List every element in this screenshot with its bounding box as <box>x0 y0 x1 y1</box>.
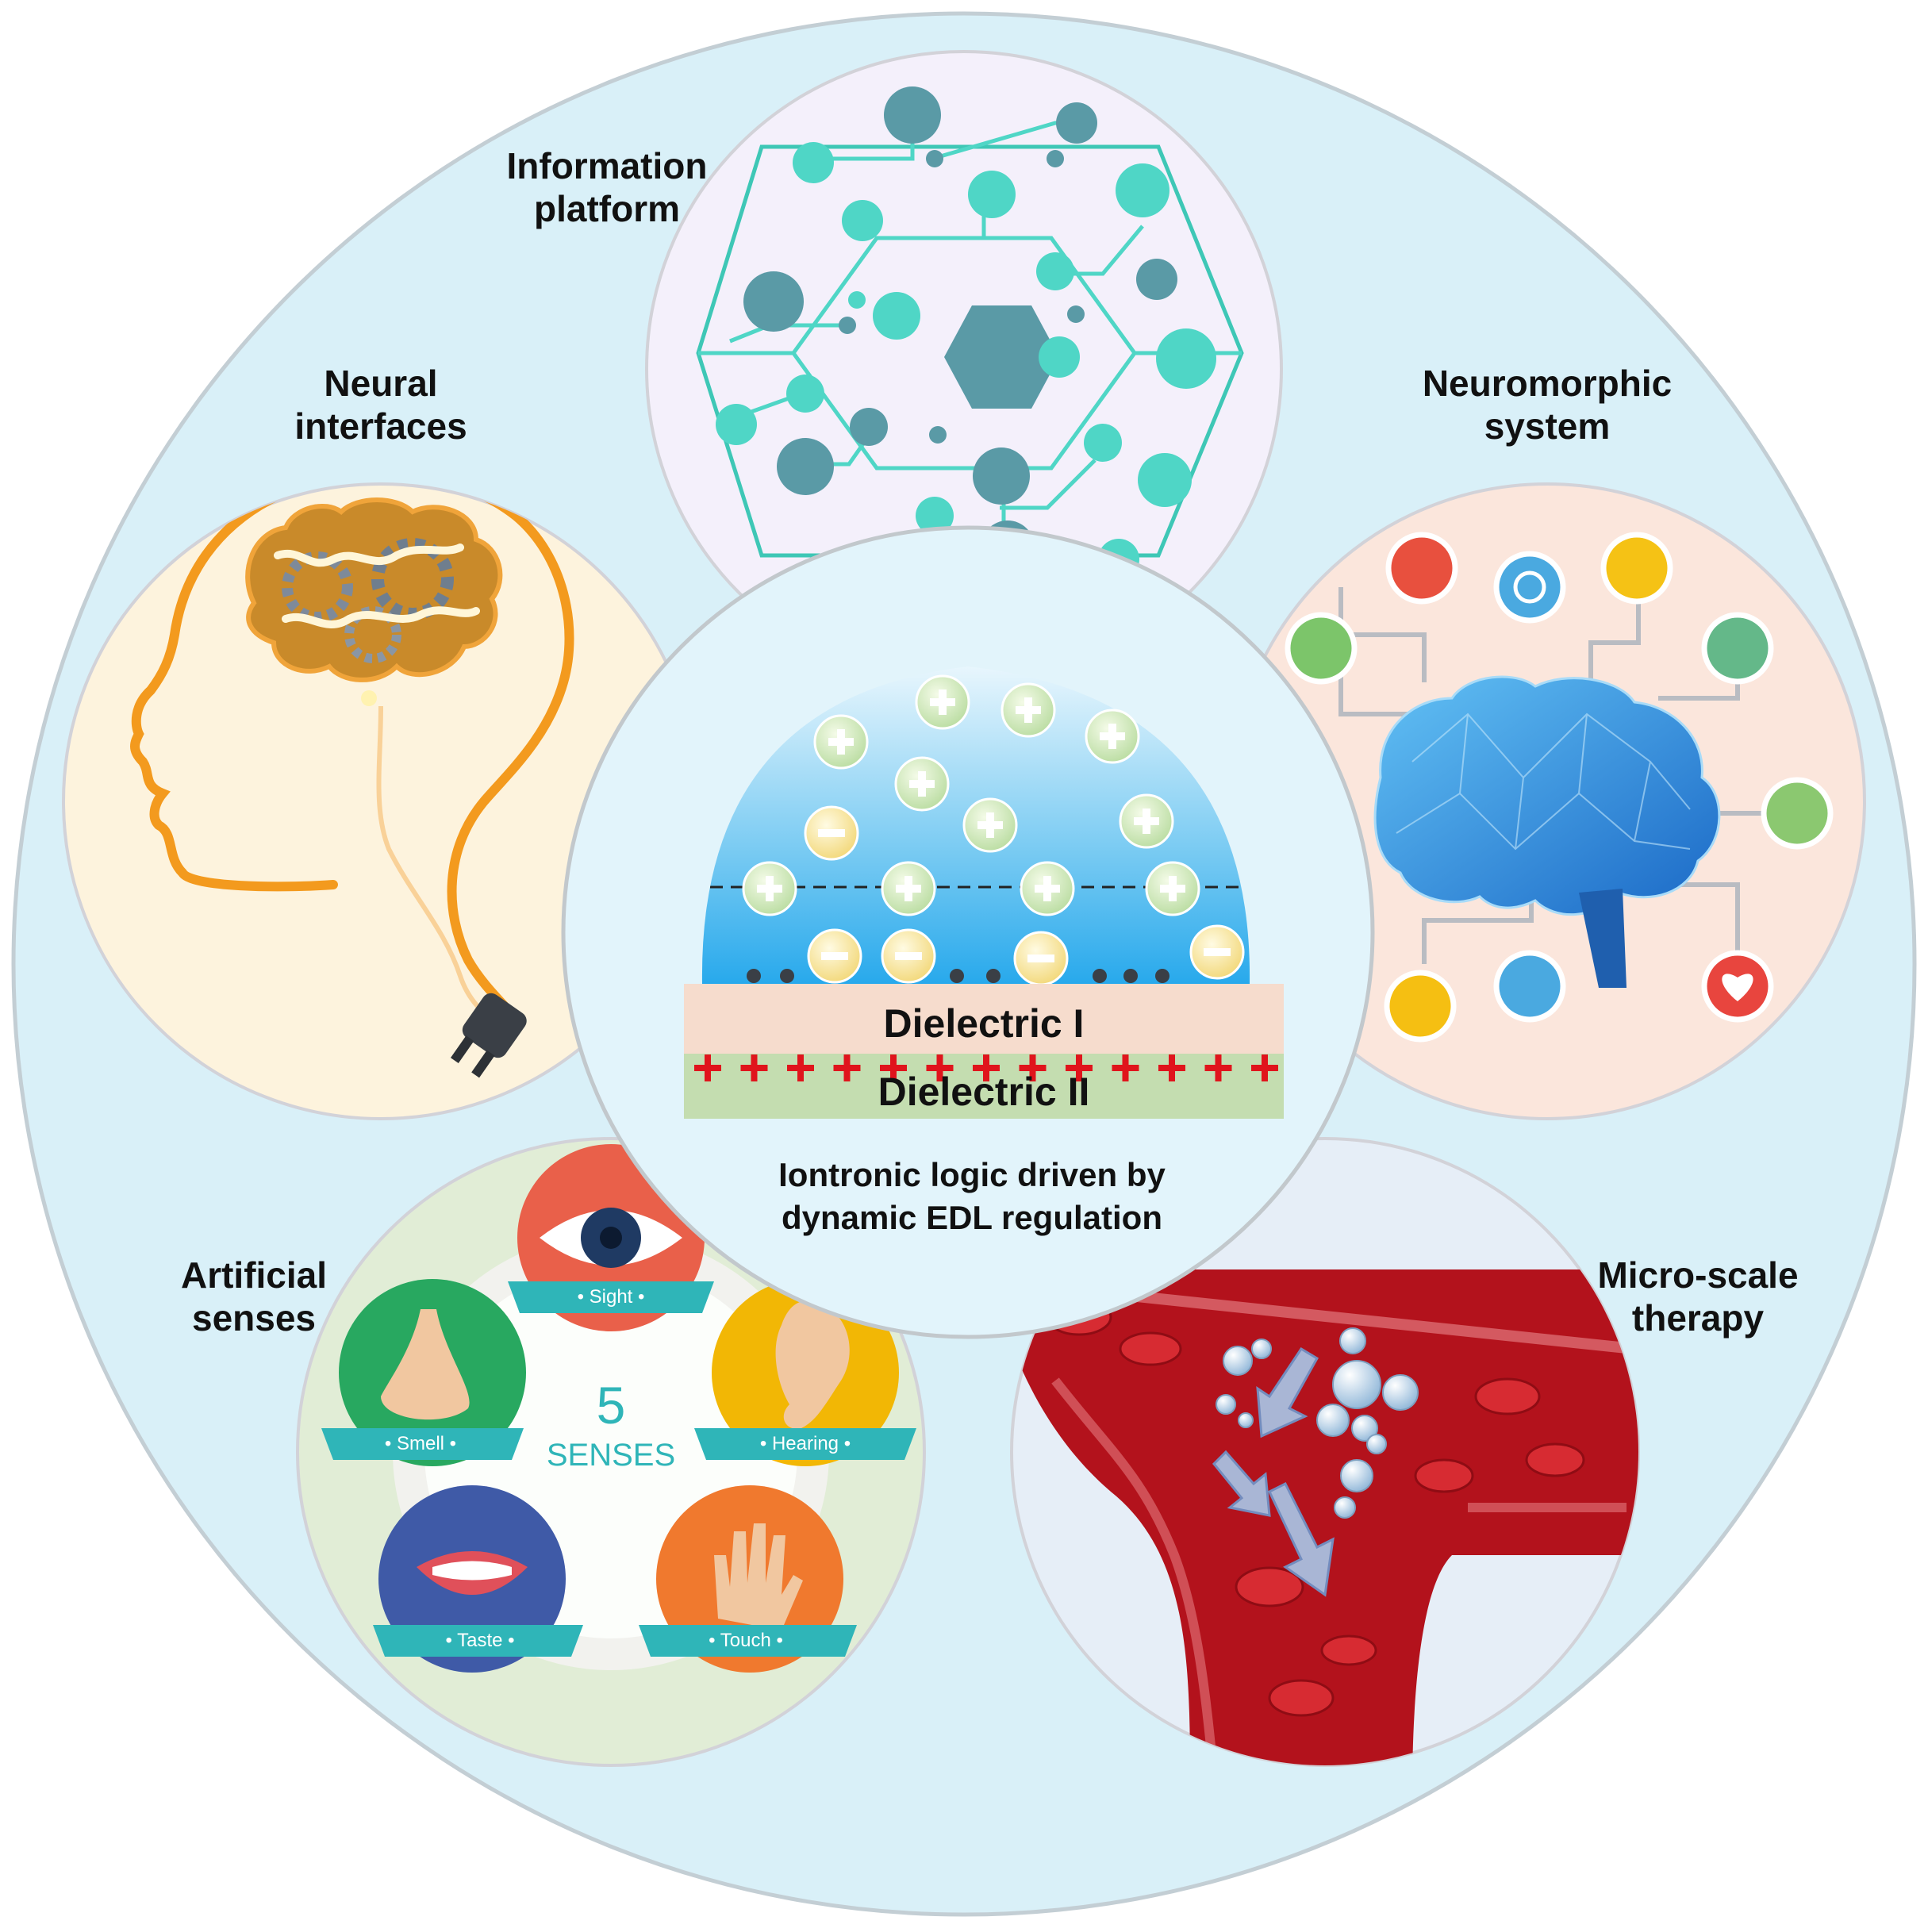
blue-brain-icon <box>1373 675 1721 916</box>
cation-2 <box>1000 682 1056 738</box>
electron-7 <box>1155 969 1169 983</box>
information-platform-label: Information platform <box>476 144 738 230</box>
micro-scale-therapy-panel <box>1010 1137 1640 1767</box>
cation-6 <box>962 797 1018 853</box>
plug-icon <box>450 993 527 1078</box>
cation-11 <box>1145 861 1200 916</box>
electron-2 <box>780 969 794 983</box>
micro-scale-therapy-label-line-2: therapy <box>1631 1297 1765 1339</box>
circuit-nodes <box>716 86 1216 580</box>
electron-1 <box>747 969 761 983</box>
interface-plus-13 <box>1251 1054 1278 1081</box>
micro-bubbles <box>1216 1327 1419 1519</box>
artificial-senses-panel <box>296 1137 926 1767</box>
artificial-senses-label-line-1: Artificial <box>180 1254 328 1296</box>
cation-10 <box>1020 861 1075 916</box>
electron-6 <box>1123 969 1138 983</box>
cation-1 <box>915 674 970 730</box>
cation-9 <box>881 861 936 916</box>
interface-plus-4 <box>833 1054 861 1081</box>
interface-plus-6 <box>926 1054 954 1081</box>
information-platform-label-line-2: platform <box>534 188 680 229</box>
dielectric-ii-label: Dielectric II <box>878 1070 1090 1114</box>
anion-2 <box>807 928 862 984</box>
cation-5 <box>894 756 950 812</box>
sense-label-taste: • Taste • <box>445 1630 515 1651</box>
interface-plus-5 <box>880 1054 907 1081</box>
anion-3 <box>881 928 936 984</box>
sense-label-smell: • Smell • <box>384 1433 457 1454</box>
cation-4 <box>813 714 869 770</box>
feature-icons <box>1285 532 1834 1043</box>
center-caption-line-1: Iontronic logic driven by <box>778 1156 1166 1193</box>
anion-5 <box>1189 924 1245 980</box>
interface-plus-9 <box>1066 1054 1093 1081</box>
information-platform-panel <box>645 50 1283 688</box>
interface-plus-2 <box>740 1054 768 1081</box>
gear-brain-icon <box>245 497 503 706</box>
cation-3 <box>1085 709 1140 764</box>
cation-8 <box>742 861 797 916</box>
neural-interfaces-label-line-2: interfaces <box>294 405 467 447</box>
artificial-senses-label: Artificial senses <box>143 1254 365 1339</box>
interface-plus-10 <box>1112 1054 1139 1081</box>
electron-5 <box>1093 969 1107 983</box>
neuromorphic-system-label-line-2: system <box>1484 405 1611 447</box>
sense-label-sight: • Sight • <box>577 1286 645 1308</box>
interface-plus-7 <box>973 1054 1000 1081</box>
sense-label-hearing: • Hearing • <box>759 1433 851 1454</box>
senses-word: SENSES <box>546 1438 676 1473</box>
drug-arrows <box>1212 1346 1335 1597</box>
anion-4 <box>1013 931 1069 986</box>
ion-layer <box>742 674 1245 986</box>
micro-scale-therapy-label: Micro-scale therapy <box>1575 1254 1821 1339</box>
sense-label-touch: • Touch • <box>709 1630 783 1651</box>
interface-charge-row <box>694 1054 1278 1081</box>
center-caption: Iontronic logic driven by dynamic EDL re… <box>714 1154 1230 1239</box>
anion-1 <box>804 805 859 861</box>
neural-interfaces-label: Neural interfaces <box>262 362 500 447</box>
information-platform-label-line-1: Information <box>506 145 708 186</box>
center-caption-line-2: dynamic EDL regulation <box>782 1199 1162 1236</box>
senses-number: 5 <box>596 1376 626 1435</box>
head-outline-wire <box>130 484 574 1028</box>
neuromorphic-system-label-line-1: Neuromorphic <box>1422 363 1673 404</box>
cation-7 <box>1119 793 1174 849</box>
interface-plus-12 <box>1204 1054 1232 1081</box>
micro-scale-therapy-label-line-1: Micro-scale <box>1597 1254 1799 1296</box>
iontronic-center-panel <box>561 525 1375 1339</box>
dielectric-i-label: Dielectric I <box>883 1001 1085 1046</box>
interface-plus-11 <box>1158 1054 1185 1081</box>
interface-plus-8 <box>1019 1054 1047 1081</box>
sense-ribbons <box>321 1281 916 1657</box>
neuromorphic-system-label: Neuromorphic system <box>1412 362 1682 447</box>
dielectric-i-layer <box>684 984 1284 1054</box>
artificial-senses-label-line-2: senses <box>191 1297 316 1339</box>
interface-plus-1 <box>694 1054 721 1081</box>
neural-interfaces-panel <box>62 482 700 1120</box>
electron-3 <box>950 969 964 983</box>
electron-4 <box>986 969 1000 983</box>
interface-plus-3 <box>787 1054 814 1081</box>
neural-interfaces-label-line-1: Neural <box>324 363 438 404</box>
neuromorphic-system-panel <box>1228 482 1866 1120</box>
